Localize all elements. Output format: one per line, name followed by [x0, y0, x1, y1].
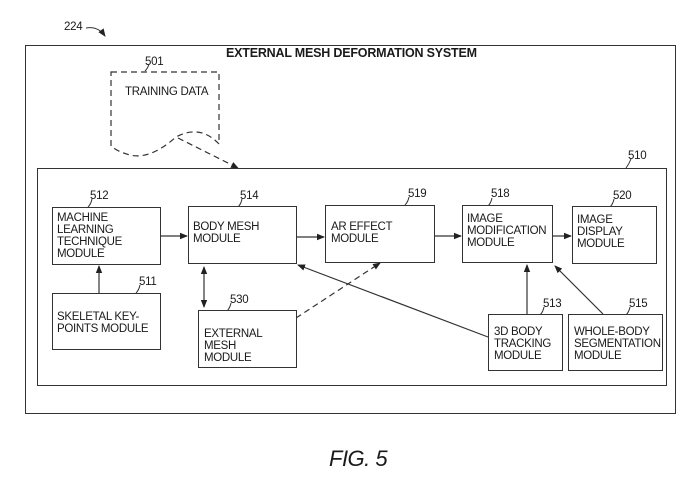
arrow-501-to-510	[177, 137, 239, 169]
module-513-label: 3D BODY TRACKING MODULE	[494, 326, 552, 362]
ref-518: 518	[491, 188, 510, 200]
module-515-whole-body-segmentation: WHOLE-BODY SEGMENTATION MODULE	[568, 314, 663, 371]
ref-519: 519	[408, 188, 427, 200]
ref-520: 520	[613, 190, 632, 202]
module-515-label: WHOLE-BODY SEGMENTATION MODULE	[574, 326, 661, 362]
module-518-image-modification: IMAGE MODIFICATION MODULE	[462, 205, 553, 263]
module-520-label: IMAGE DISPLAY MODULE	[577, 214, 625, 250]
ref-510: 510	[628, 150, 647, 162]
ref-519-leader	[404, 196, 410, 206]
ref-512: 512	[90, 190, 109, 202]
arrow-513-to-514	[297, 264, 489, 338]
ref-515: 515	[629, 298, 648, 310]
ref-513: 513	[543, 298, 562, 310]
arrow-530-to-519	[295, 262, 381, 319]
ref-510-leader	[625, 158, 632, 169]
ref-501-leader	[144, 63, 150, 72]
module-511-label: SKELETAL KEY- POINTS MODULE	[57, 311, 149, 335]
module-511-skeletal-keypoints: SKELETAL KEY- POINTS MODULE	[52, 293, 161, 350]
ref-511-leader	[135, 284, 141, 294]
module-520-image-display: IMAGE DISPLAY MODULE	[572, 206, 657, 264]
ref-224: 224	[64, 21, 83, 33]
ref-512-leader	[87, 198, 93, 208]
module-514-body-mesh: BODY MESH MODULE	[188, 206, 297, 264]
training-data-shape	[110, 71, 220, 157]
module-514-label: BODY MESH MODULE	[193, 221, 260, 245]
module-518-label: IMAGE MODIFICATION MODULE	[467, 213, 547, 249]
arrow-515-to-518	[554, 265, 604, 315]
ref-224-leader	[85, 27, 106, 37]
module-513-3d-body-tracking: 3D BODY TRACKING MODULE	[488, 314, 563, 371]
ref-530: 530	[230, 294, 249, 306]
module-530-label: EXTERNAL MESH MODULE	[204, 328, 262, 364]
system-title: EXTERNAL MESH DEFORMATION SYSTEM	[226, 46, 477, 60]
module-519-ar-effect: AR EFFECT MODULE	[325, 205, 435, 263]
training-data-label: TRAINING DATA	[125, 86, 209, 98]
module-512-label: MACHINE LEARNING TECHNIQUE MODULE	[57, 212, 123, 260]
module-512-machine-learning: MACHINE LEARNING TECHNIQUE MODULE	[52, 207, 161, 265]
ref-514: 514	[240, 190, 259, 202]
ref-501: 501	[145, 56, 164, 68]
module-container-510	[37, 168, 667, 386]
ref-511: 511	[139, 276, 157, 288]
module-519-label: AR EFFECT MODULE	[331, 221, 393, 245]
figure-label: FIG. 5	[329, 446, 388, 471]
system-frame	[25, 45, 676, 414]
module-530-external-mesh: EXTERNAL MESH MODULE	[198, 310, 297, 368]
